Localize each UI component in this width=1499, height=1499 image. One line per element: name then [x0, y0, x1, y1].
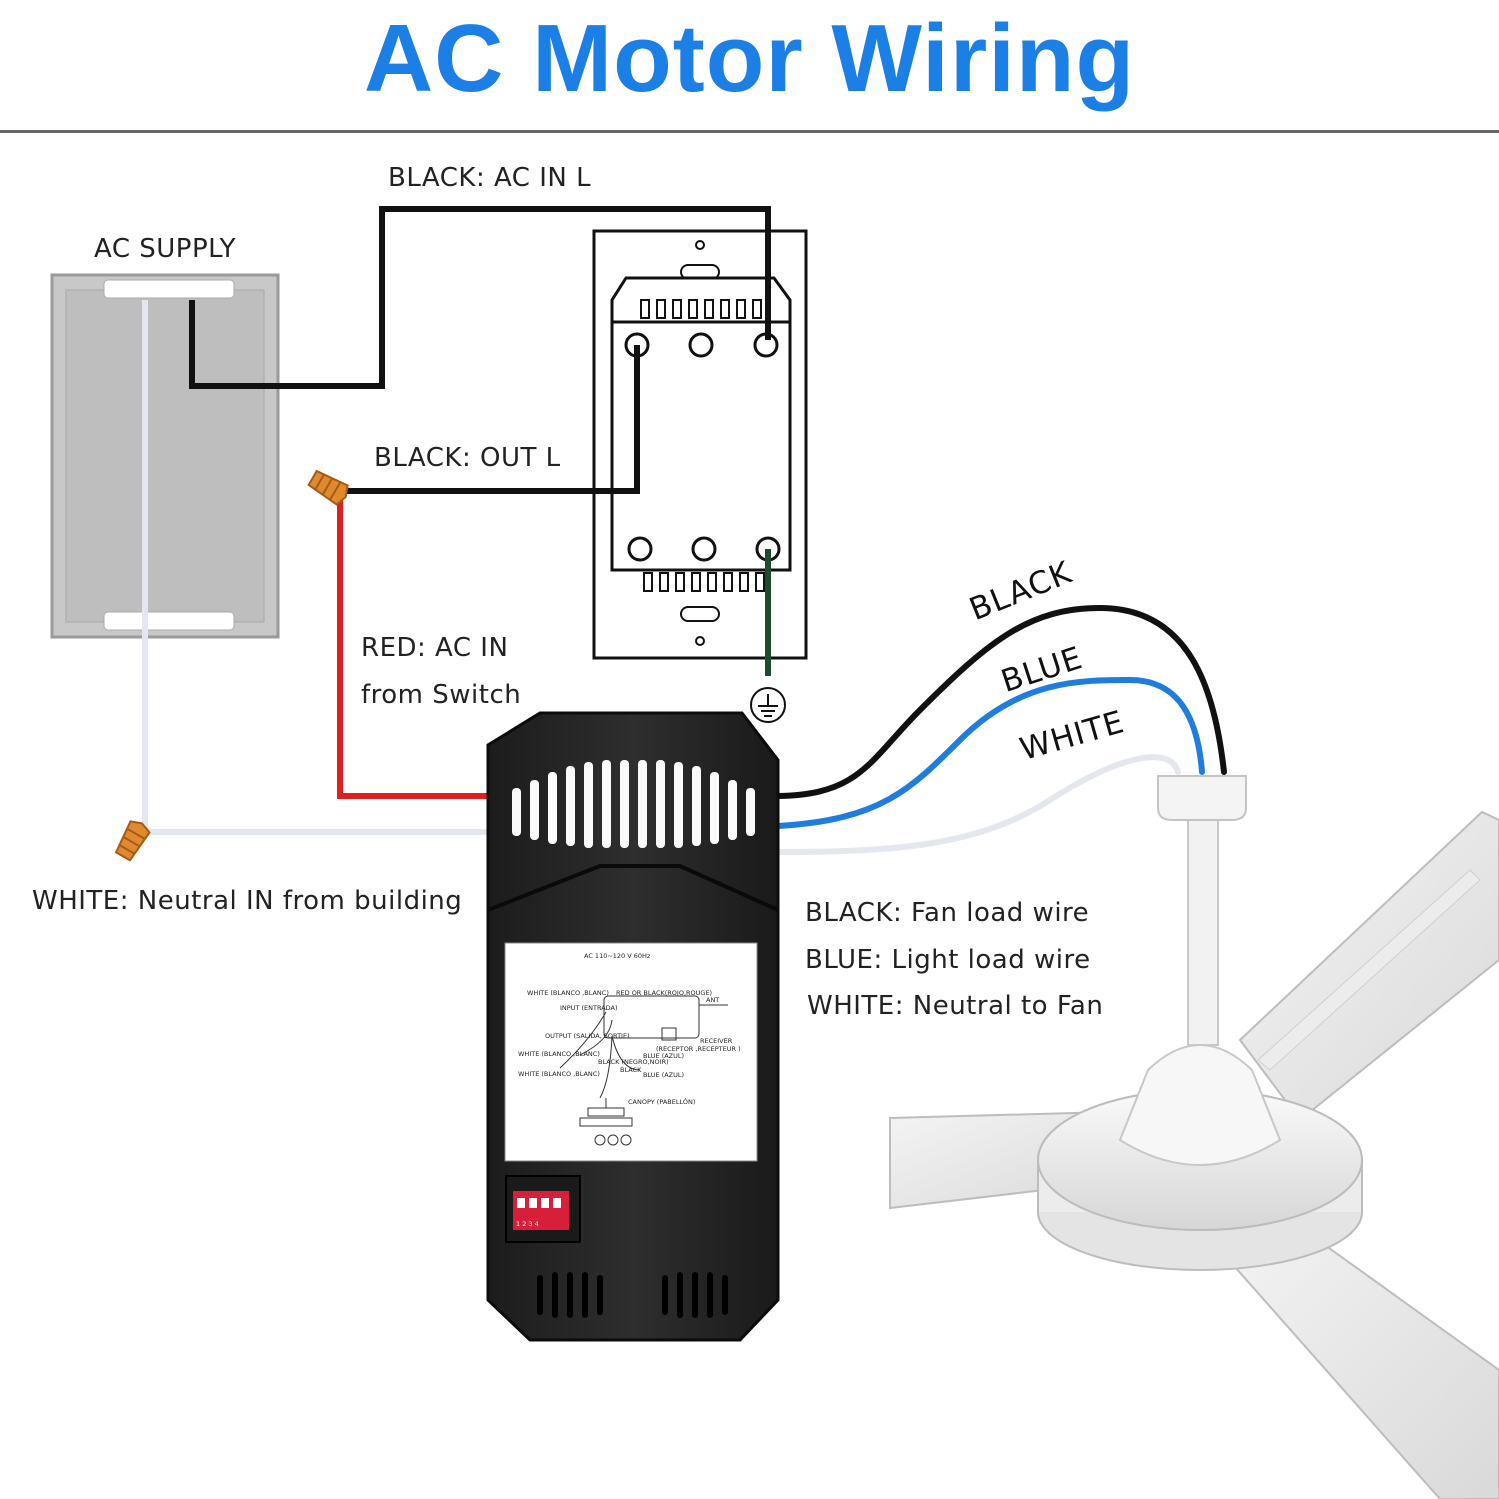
sticker-diagram: [559, 995, 728, 1146]
label-black-ac-in: BLACK: AC IN L: [388, 163, 592, 193]
sticker-input: INPUT (ENTRADA): [560, 1004, 618, 1012]
wire-black-ac-in: [189, 206, 771, 389]
label-red-from-switch: from Switch: [361, 680, 522, 710]
wire-fan-blue: [775, 676, 1205, 829]
sticker-blue: BLUE (AZUL): [643, 1052, 684, 1060]
sticker-canopy: CANOPY (PABELLÓN): [628, 1097, 695, 1106]
sticker-black: BLACK (NEGRO,NOIR): [598, 1058, 669, 1066]
sticker-blue2: BLUE (AZUL): [643, 1071, 684, 1079]
sticker-ant: ANT: [706, 996, 719, 1004]
wire-fan-black: [775, 604, 1227, 799]
legend-blue: BLUE: Light load wire: [805, 945, 1091, 975]
dip-numbers: 1 2 3 4: [516, 1220, 539, 1228]
sticker-black2: BLACK: [620, 1066, 642, 1074]
diagram-title: AC Motor Wiring: [363, 5, 1136, 112]
wire-nut-bottom: [114, 820, 151, 862]
sticker-red: RED OR BLACK(ROJO,ROUGE): [616, 989, 712, 997]
legend-black: BLACK: Fan load wire: [805, 898, 1090, 928]
sticker-white2: WHITE (BLANCO ,BLANC): [518, 1050, 600, 1058]
sticker-text: AC 110~120 V 60Hz WHITE (BLANCO ,BLANC) …: [516, 952, 741, 1228]
sticker-receptor: (RECEPTOR ,RECEPTEUR ): [656, 1045, 741, 1053]
ceiling-fan: [889, 775, 1499, 1499]
sticker-receiver: RECEIVER: [700, 1037, 733, 1045]
ac-supply-box: [50, 273, 280, 639]
label-white-neutral: WHITE: Neutral IN from building: [32, 886, 463, 916]
wire-red-ac-in: [337, 500, 488, 799]
sticker-output: OUTPUT (SALIDA, SORTIE): [545, 1032, 630, 1040]
legend-white: WHITE: Neutral to Fan: [807, 991, 1104, 1021]
ground-icon: [750, 687, 786, 723]
sticker-white3: WHITE (BLANCO ,BLANC): [518, 1070, 600, 1078]
dip-switch[interactable]: [513, 1191, 569, 1230]
wire-fan-white: [775, 754, 1181, 855]
label-black-out: BLACK: OUT L: [374, 443, 561, 473]
wire-nut-top: [307, 469, 349, 506]
sticker-header: AC 110~120 V 60Hz: [584, 952, 651, 960]
label-ac-supply: AC SUPPLY: [94, 234, 237, 264]
title-divider: [0, 130, 1499, 133]
wires-fan: [775, 604, 1227, 855]
label-red-ac-in: RED: AC IN: [361, 633, 509, 663]
wire-black-out: [340, 345, 640, 494]
receiver-sticker: [504, 942, 758, 1162]
wall-switch: [592, 229, 808, 660]
sticker-white: WHITE (BLANCO ,BLANC): [527, 989, 609, 997]
receiver-module: [486, 711, 780, 1342]
